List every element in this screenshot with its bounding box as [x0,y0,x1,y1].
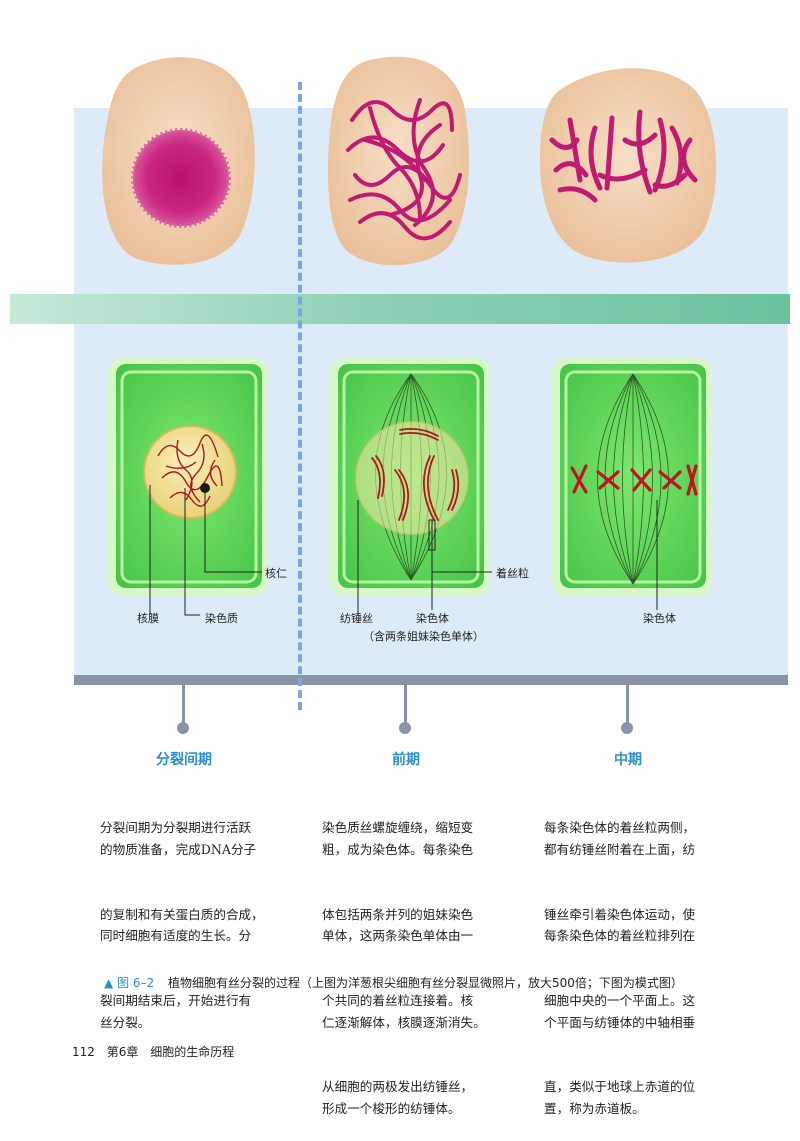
label-nuclear-membrane: 核膜 [137,612,159,625]
cell-diagram-metaphase [552,358,712,610]
figure-caption: ▲ 图 6–2 植物细胞有丝分裂的过程（上图为洋葱根尖细胞有丝分裂显微照片，放大… [104,974,683,991]
label-spindle: 纺锤丝 [340,612,373,625]
pin-metaphase [626,685,629,727]
pin-prophase [404,685,407,727]
pin-head-interphase [177,722,189,734]
pin-head-metaphase [621,722,633,734]
chapter-title: 细胞的生命历程 [150,1045,235,1059]
label-centromere: 着丝粒 [496,567,529,580]
micrograph-interphase [102,57,255,265]
dashed-divider [298,82,302,710]
page-footer: 112 第6章 细胞的生命历程 [72,1043,234,1060]
micrograph-prophase [327,56,470,266]
label-chromosome-metaphase: 染色体 [643,612,676,625]
label-chromosome-note: （含两条姐妹染色单体） [363,630,484,643]
figure-number: 图 6–2 [117,976,155,990]
heading-metaphase: 中期 [614,752,642,768]
bottom-bar [74,675,788,685]
label-nucleolus: 核仁 [265,567,287,580]
chapter-number: 第6章 [106,1045,139,1059]
label-chromosome: 染色体 [416,612,449,625]
cell-diagram-interphase [108,358,268,616]
micrograph-metaphase [540,68,717,263]
heading-prophase: 前期 [392,752,420,768]
heading-interphase: 分裂间期 [156,752,212,768]
text-interphase: 分裂间期为分裂期进行活跃的物质准备，完成DNA分子 的复制和有关蛋白质的合成，同… [100,820,264,1030]
caption-text: 植物细胞有丝分裂的过程（上图为洋葱根尖细胞有丝分裂显微照片，放大500倍；下图为… [167,976,683,990]
triangle-icon: ▲ [104,976,114,990]
text-metaphase: 每条染色体的着丝粒两侧，都有纺锤丝附着在上面，纺 锤丝牵引着染色体运动，使每条染… [544,820,696,1116]
pin-head-prophase [399,722,411,734]
cell-diagram-prophase [330,358,492,615]
page-number: 112 [72,1045,95,1059]
label-chromatin: 染色质 [205,612,238,625]
separator-band [10,294,790,324]
text-prophase: 染色质丝螺旋缠绕，缩短变粗，成为染色体。每条染色 体包括两条并列的姐妹染色单体，… [322,820,486,1116]
pin-interphase [182,685,185,727]
